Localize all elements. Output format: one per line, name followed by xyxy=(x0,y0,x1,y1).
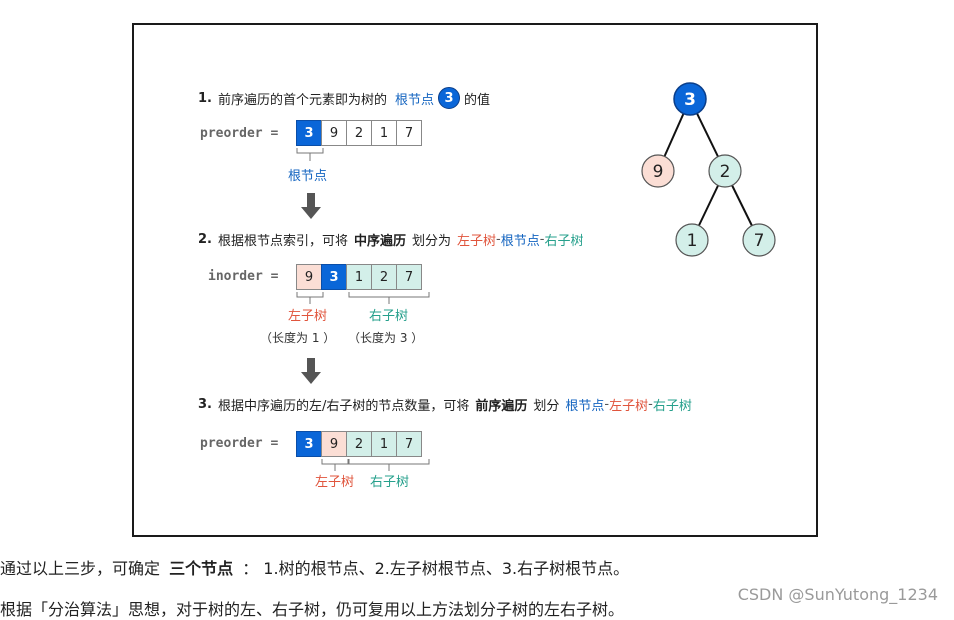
down-arrow-icon xyxy=(301,358,321,384)
preorder-label-3: preorder = xyxy=(200,436,279,451)
step-2-right: 右子树 xyxy=(544,234,584,249)
array-cell: 9 xyxy=(296,264,322,290)
inorder-array: 9 3 1 2 7 xyxy=(296,264,422,290)
preorder-array-1: 3 9 2 1 7 xyxy=(296,120,422,146)
preorder-label-1: preorder = xyxy=(200,126,279,141)
array-cell: 3 xyxy=(321,264,347,290)
step-1-root-word: 根节点 xyxy=(395,92,435,108)
diagram-figure: 1. 前序遍历的首个元素即为树的 根节点 3 的值 preorder = 3 9… xyxy=(132,23,818,537)
root-label-1: 根节点 xyxy=(288,169,328,184)
step-1-number: 1. xyxy=(198,90,212,106)
preorder-array-3: 3 9 2 1 7 xyxy=(296,431,422,457)
inorder-label: inorder = xyxy=(208,269,279,284)
array-cell: 3 xyxy=(296,120,322,146)
tree-node-right-right-label: 7 xyxy=(754,231,765,251)
array-cell: 2 xyxy=(371,264,397,290)
tree-node-right-right xyxy=(742,223,776,257)
step-1-text: 1. 前序遍历的首个元素即为树的 根节点 3 的值 xyxy=(198,87,490,109)
root-badge: 3 xyxy=(438,87,461,109)
root-bracket-1 xyxy=(296,148,324,161)
paragraph-1: 通过以上三步，可确定 三个节点 ： 1.树的根节点、2.左子树根节点、3.右子树… xyxy=(0,555,629,579)
tree-node-right-left xyxy=(675,223,709,257)
array-cell: 1 xyxy=(371,431,397,457)
step-3-text-b: 划分 xyxy=(533,399,560,414)
step-2-left: 左子树 xyxy=(457,234,497,249)
tree-node-left xyxy=(641,154,675,188)
tree-node-left-label: 9 xyxy=(653,162,664,182)
right-subtree-label-3: 右子树 xyxy=(370,475,410,490)
paragraph-1-b: ： 1.树的根节点、2.左子树根节点、3.右子树根节点。 xyxy=(242,559,630,578)
paragraph-1-a: 通过以上三步，可确定 xyxy=(0,559,161,578)
subtree-brackets-2 xyxy=(296,292,430,304)
step-2-text-b: 划分为 xyxy=(412,234,452,249)
array-cell: 9 xyxy=(321,120,347,146)
down-arrow-icon xyxy=(301,193,321,219)
step-2-number: 2. xyxy=(198,232,212,247)
watermark: CSDN @SunYutong_1234 xyxy=(737,585,938,604)
array-cell: 2 xyxy=(346,120,372,146)
tree-node-right-label: 2 xyxy=(720,162,731,182)
step-3-bold: 前序遍历 xyxy=(475,399,528,414)
subtree-brackets-3 xyxy=(321,459,430,471)
array-cell: 1 xyxy=(371,120,397,146)
step-1-text-a: 前序遍历的首个元素即为树的 xyxy=(217,92,387,108)
array-cell: 1 xyxy=(346,264,372,290)
tree-node-root xyxy=(673,82,707,116)
array-cell: 7 xyxy=(396,264,422,290)
step-3-dash-1: - xyxy=(604,397,610,412)
array-cell: 7 xyxy=(396,431,422,457)
step-2-dash-2: - xyxy=(539,232,545,247)
right-subtree-label-2: 右子树 xyxy=(369,309,409,324)
tree-node-right xyxy=(708,154,742,188)
right-length-note: （长度为 3 ） xyxy=(348,331,424,345)
step-3-right: 右子树 xyxy=(652,399,692,414)
step-3-text-a: 根据中序遍历的左/右子树的节点数量，可将 xyxy=(217,399,470,414)
step-3-root: 根节点 xyxy=(565,399,605,414)
array-cell: 7 xyxy=(396,120,422,146)
step-2-dash-1: - xyxy=(496,232,501,247)
step-2-root: 根节点 xyxy=(500,234,540,249)
step-2-text-a: 根据根节点索引，可将 xyxy=(217,234,348,249)
array-cell: 2 xyxy=(346,431,372,457)
paragraph-2: 根据「分治算法」思想，对于树的左、右子树，仍可复用以上方法划分子树的左右子树。 xyxy=(0,600,625,619)
step-1-text-b: 的值 xyxy=(464,92,491,108)
left-subtree-label-2: 左子树 xyxy=(288,309,328,324)
tree-node-right-left-label: 1 xyxy=(687,231,698,251)
step-3-left: 左子树 xyxy=(609,399,649,414)
paragraph-1-bold: 三个节点 xyxy=(169,559,234,578)
binary-tree: 3 9 2 1 7 xyxy=(641,82,776,257)
array-cell: 9 xyxy=(321,431,347,457)
step-2-text: 2. 根据根节点索引，可将 中序遍历 划分为 左子树 - 根节点 - 右子树 xyxy=(198,230,583,249)
step-3-dash-2: - xyxy=(648,397,653,412)
left-length-note: （长度为 1 ） xyxy=(260,331,336,345)
step-2-bold: 中序遍历 xyxy=(354,234,407,249)
step-3-number: 3. xyxy=(198,397,212,412)
tree-node-root-label: 3 xyxy=(684,90,696,110)
left-subtree-label-3: 左子树 xyxy=(315,475,355,490)
step-3-text: 3. 根据中序遍历的左/右子树的节点数量，可将 前序遍历 划分 根节点 - 左子… xyxy=(198,395,692,414)
array-cell: 3 xyxy=(296,431,322,457)
